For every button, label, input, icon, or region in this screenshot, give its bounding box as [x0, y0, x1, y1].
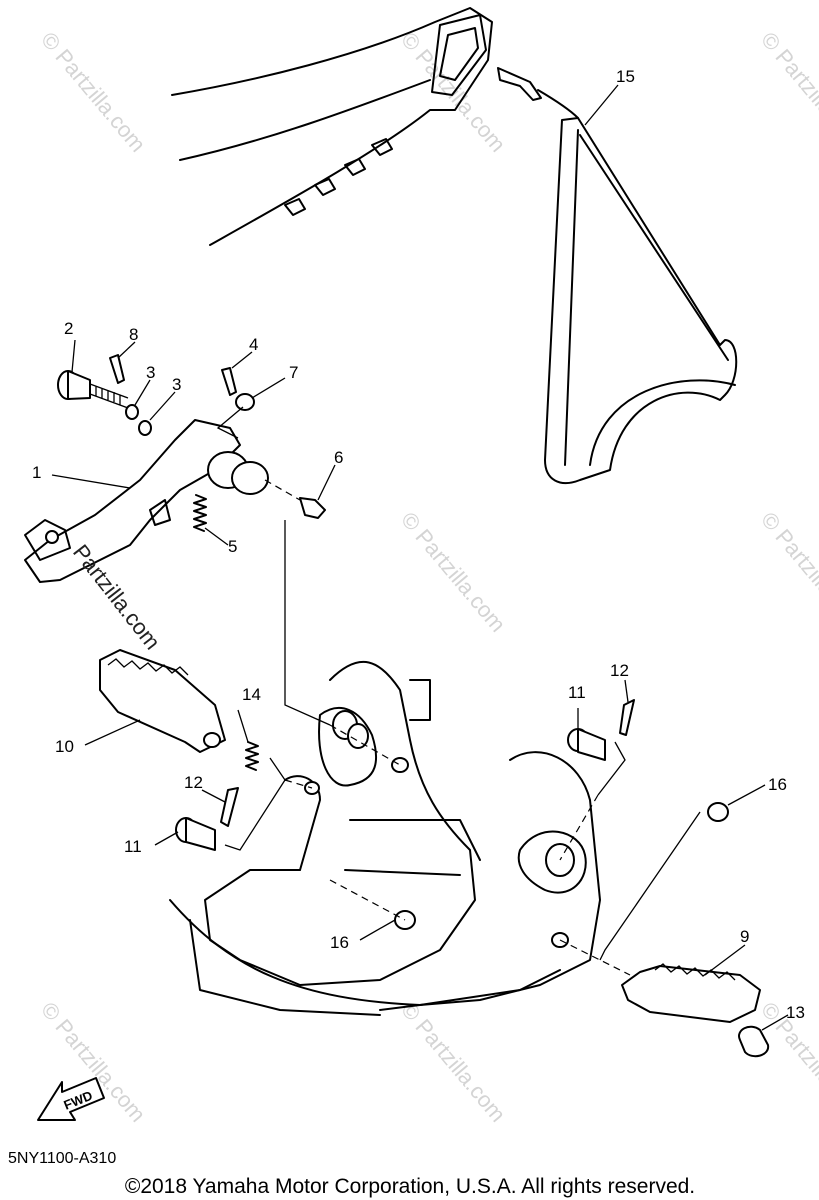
brake-pedal [24, 419, 269, 583]
watermark: © Partzilla.com [756, 27, 819, 157]
frame-outline [169, 661, 729, 1016]
stand [497, 67, 738, 485]
callout-16: 16 [330, 933, 349, 952]
swingarm-outline [171, 7, 493, 246]
callout-8: 8 [129, 325, 138, 344]
callout-10: 10 [55, 737, 74, 756]
callout-4: 4 [249, 335, 258, 354]
callout-2: 2 [64, 319, 73, 338]
footrest-9 [621, 963, 761, 1023]
callout-16: 16 [768, 775, 787, 794]
spring-14 [245, 741, 259, 771]
watermark: © Partzilla.com [396, 997, 510, 1127]
callout-12: 12 [184, 773, 203, 792]
pin-left [175, 787, 239, 851]
spring-5 [193, 494, 207, 532]
callout-numbers: 1 2 3 3 4 5 6 7 8 9 10 11 11 12 12 13 14… [32, 67, 805, 1022]
watermark-prominent: Partzilla.com [68, 540, 165, 655]
callout-5: 5 [228, 537, 237, 556]
callout-1: 1 [32, 463, 41, 482]
callout-11: 11 [124, 837, 142, 856]
watermark-layer: © Partzilla.com © Partzilla.com © Partzi… [36, 27, 819, 1127]
watermark: © Partzilla.com [36, 27, 150, 157]
callout-3: 3 [172, 375, 181, 394]
callout-11: 11 [568, 683, 586, 702]
callout-9: 9 [740, 927, 749, 946]
callout-6: 6 [334, 448, 343, 467]
copyright: ©2018 Yamaha Motor Corporation, U.S.A. A… [125, 1175, 695, 1198]
watermark: © Partzilla.com [756, 507, 819, 637]
assembly-lines [216, 406, 701, 976]
leader-lines [51, 84, 789, 1031]
fwd-arrow: FWD [37, 1077, 105, 1121]
callout-7: 7 [289, 363, 298, 382]
clip-13 [738, 1025, 770, 1058]
callout-14: 14 [242, 685, 261, 704]
diagram-code: 5NY1100-A310 [8, 1150, 116, 1167]
footrest-10 [99, 649, 226, 753]
pin-right [567, 699, 635, 761]
callout-3: 3 [146, 363, 155, 382]
watermark: © Partzilla.com [396, 507, 510, 637]
callout-15: 15 [616, 67, 635, 86]
pedal-hardware [57, 354, 326, 519]
callout-12: 12 [610, 661, 629, 680]
callout-13: 13 [786, 1003, 805, 1022]
